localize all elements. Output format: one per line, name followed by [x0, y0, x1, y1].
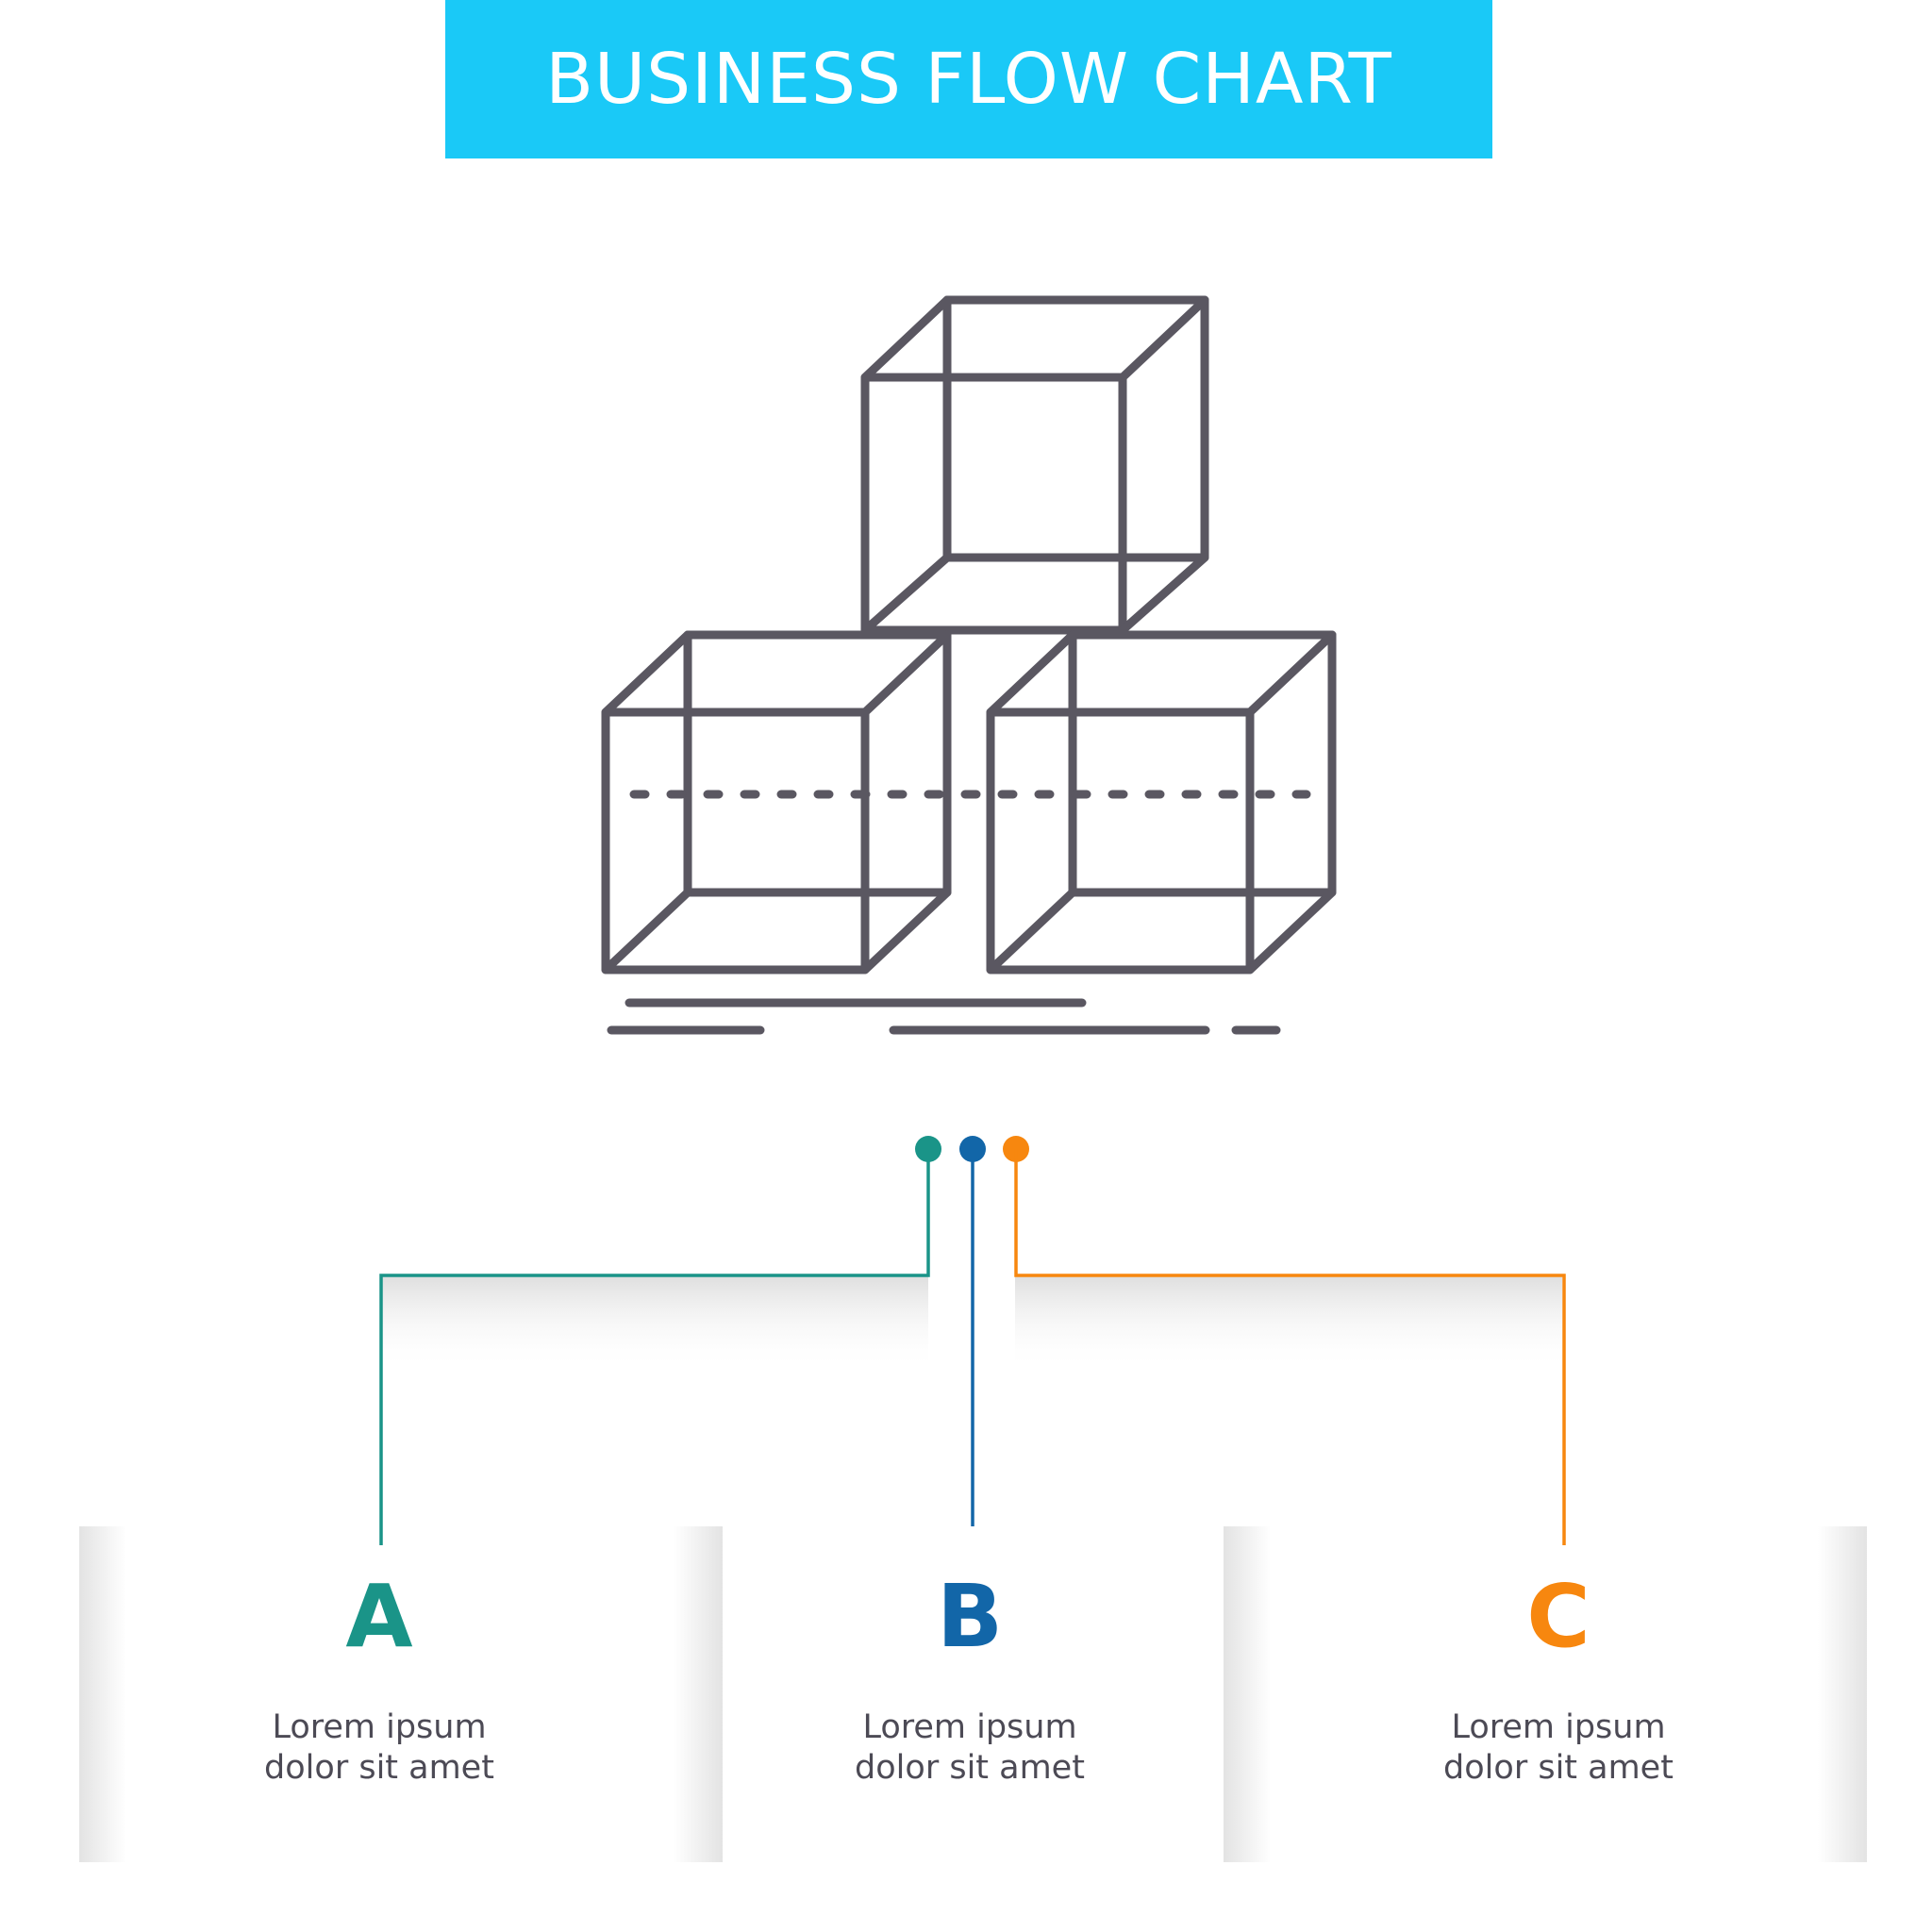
- step-b-letter: B: [936, 1566, 1004, 1667]
- connector-c-line: [1014, 1149, 1566, 1545]
- branch-a-shadow: [381, 1275, 928, 1370]
- step-c-text-line2: dolor sit amet: [1443, 1749, 1674, 1787]
- left-cube: [601, 630, 952, 974]
- step-a-description: Lorem ipsum dolor sit amet: [209, 1707, 549, 1789]
- top-cube: [860, 295, 1209, 635]
- step-a-letter: A: [345, 1566, 413, 1667]
- step-b-text-line1: Lorem ipsum: [862, 1708, 1077, 1746]
- header-banner: BUSINESS FLOW CHART: [445, 0, 1492, 158]
- step-c-text-line1: Lorem ipsum: [1451, 1708, 1666, 1746]
- page-title: BUSINESS FLOW CHART: [545, 39, 1392, 120]
- stacked-cubes-icon: [601, 295, 1337, 1035]
- branch-c-shadow: [1015, 1275, 1562, 1370]
- step-b-text-line2: dolor sit amet: [855, 1749, 1085, 1787]
- right-cube: [986, 630, 1337, 974]
- connector-c: [1003, 1136, 1566, 1545]
- step-b-description: Lorem ipsum dolor sit amet: [800, 1707, 1140, 1789]
- step-a-text-line1: Lorem ipsum: [272, 1708, 487, 1746]
- connector-a-line: [379, 1149, 930, 1545]
- step-a-text-line2: dolor sit amet: [264, 1749, 494, 1787]
- connector-b: [959, 1136, 986, 1526]
- connector-a: [379, 1136, 941, 1545]
- step-c-letter: C: [1526, 1566, 1591, 1667]
- step-b-panel: [723, 1526, 1224, 1862]
- step-c-panel: [1224, 1526, 1867, 1862]
- step-c-description: Lorem ipsum dolor sit amet: [1389, 1707, 1728, 1789]
- step-a-panel: [79, 1526, 723, 1862]
